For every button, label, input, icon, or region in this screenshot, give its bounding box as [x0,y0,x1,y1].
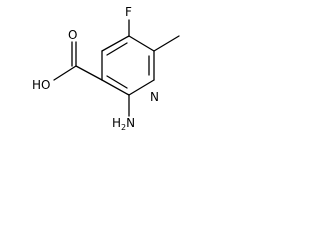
amine-subscript: 2 [121,123,126,132]
amine-prefix: H [112,116,121,130]
bonds [53,19,180,117]
bond-c5-c6 [128,35,155,52]
bond-c2-c3 [101,79,130,96]
bond-n1-c2 [128,79,155,96]
bond-c3-carboxyl [75,65,103,81]
bond-c6-methyl [153,35,180,52]
double-bond-c2-c3 [106,75,128,89]
carbonyl-oxygen-label: O [68,28,77,42]
bond-carboxyl-oh [53,65,77,81]
double-bond-c4-c5 [106,42,128,56]
atom-labels: F O HO N H2N [32,5,159,132]
ring-nitrogen-label: N [150,90,159,104]
structure-canvas: F O HO N H2N [32,5,180,132]
amine-suffix: N [126,116,135,130]
fluorine-label: F [125,5,132,19]
hydroxyl-label: HO [32,78,50,92]
amine-label: H2N [112,116,135,132]
bond-c4-c5 [101,35,130,52]
